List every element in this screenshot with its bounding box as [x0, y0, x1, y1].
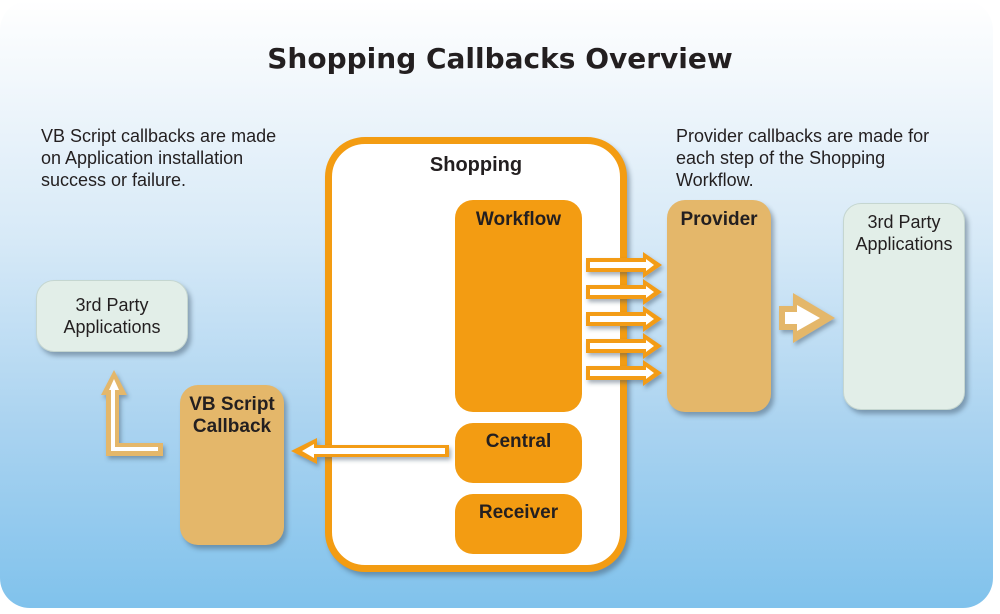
third-party-applications-left: 3rd Party Applications — [36, 280, 188, 352]
vb-script-to-apps-arrow — [101, 370, 163, 456]
workflow-callback-arrow — [586, 252, 662, 278]
provider-label: Provider — [680, 209, 758, 230]
workflow-to-provider-arrows — [586, 252, 662, 386]
provider-to-apps-arrow — [779, 293, 835, 343]
central-label: Central — [485, 431, 552, 452]
workflow-callback-arrow — [586, 306, 662, 332]
receiver-box: Receiver — [455, 494, 582, 554]
central-to-vb-script-arrow — [291, 438, 449, 464]
third-party-applications-left-label: 3rd Party Applications — [63, 295, 161, 337]
workflow-box: Workflow — [455, 200, 582, 412]
diagram-title: Shopping Callbacks Overview — [267, 42, 733, 75]
receiver-label: Receiver — [478, 502, 559, 523]
workflow-callback-arrow — [586, 279, 662, 305]
central-box: Central — [455, 423, 582, 483]
provider-note: Provider callbacks are made for each ste… — [676, 126, 930, 190]
third-party-applications-right-label: 3rd Party Applications — [855, 212, 953, 254]
workflow-callback-arrow — [586, 333, 662, 359]
vb-script-note: VB Script callbacks are made on Applicat… — [41, 126, 277, 190]
third-party-applications-right: 3rd Party Applications — [843, 203, 965, 410]
shopping-label: Shopping — [429, 154, 523, 176]
workflow-label: Workflow — [475, 209, 562, 230]
vb-script-callback-label: VB Script Callback — [189, 394, 275, 437]
provider-box: Provider — [667, 200, 771, 412]
workflow-callback-arrow — [586, 360, 662, 386]
vb-script-callback-box: VB Script Callback — [180, 385, 284, 545]
